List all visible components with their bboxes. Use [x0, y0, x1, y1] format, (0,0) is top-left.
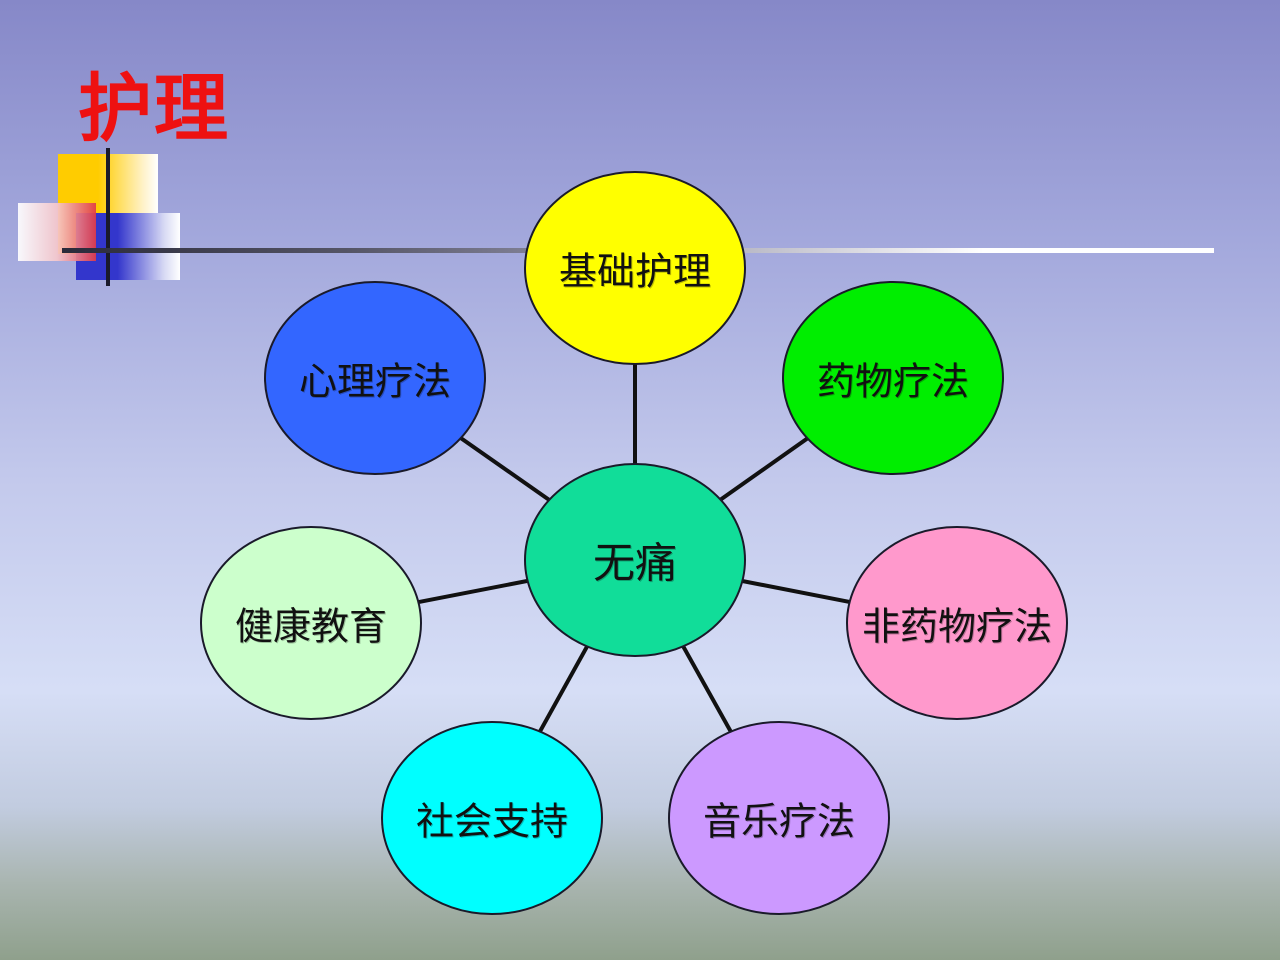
node-ellipse-social-support: [381, 721, 603, 915]
node-label-music-therapy: 音乐疗法: [702, 799, 856, 844]
node-label-drug-therapy: 药物疗法: [816, 359, 970, 404]
node-label-health-education: 健康教育: [234, 604, 388, 649]
center-node-ellipse: [524, 463, 746, 657]
slide-title: 护理: [78, 66, 230, 152]
node-ellipse-psychotherapy: [264, 281, 486, 475]
node-ellipse-non-drug-therapy: [846, 526, 1068, 720]
center-node-label: 无痛: [592, 538, 678, 588]
node-label-basic-care: 基础护理: [558, 249, 712, 294]
node-ellipse-basic-care: [524, 171, 746, 365]
ellipses: [200, 171, 1068, 915]
node-ellipse-drug-therapy: [782, 281, 1004, 475]
node-label-non-drug-therapy: 非药物疗法: [861, 604, 1053, 649]
node-ellipse-music-therapy: [668, 721, 890, 915]
node-ellipse-health-education: [200, 526, 422, 720]
node-label-social-support: 社会支持: [415, 799, 569, 844]
decor-vertical-rule: [106, 148, 110, 286]
node-label-psychotherapy: 心理疗法: [298, 359, 452, 404]
